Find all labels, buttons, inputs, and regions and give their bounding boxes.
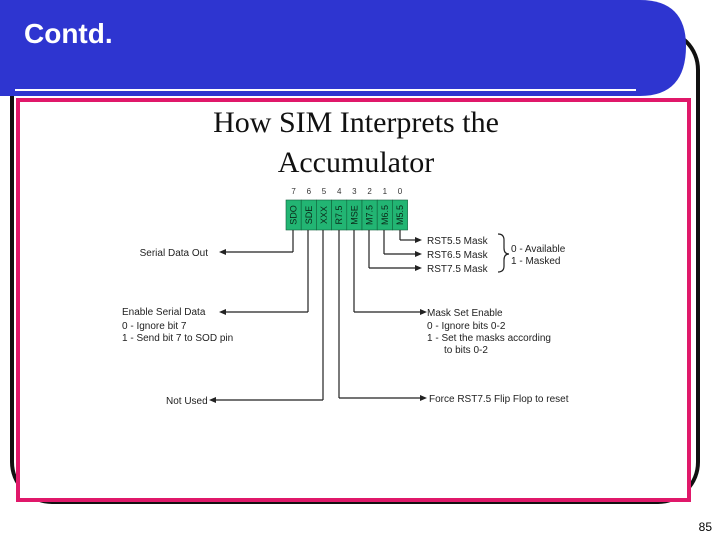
bit-name-3: R7.5 xyxy=(334,205,344,224)
diagram-heading-line1: How SIM Interprets the xyxy=(213,106,499,139)
label-mask-set-enable: Mask Set Enable xyxy=(427,308,503,319)
label-rst75-mask: RST7.5 Mask xyxy=(427,264,489,275)
arrow-mask-set xyxy=(420,309,427,315)
bit-number-1: 6 xyxy=(307,187,312,196)
page-number: 85 xyxy=(698,520,712,534)
bit-name-0: SDO xyxy=(289,205,299,225)
arrow-not-used xyxy=(209,397,216,403)
bit-number-3: 4 xyxy=(337,187,342,196)
bit-number-7: 0 xyxy=(398,187,403,196)
arrow-rst65 xyxy=(415,251,422,257)
label-serial-data-out: Serial Data Out xyxy=(140,248,209,259)
label-available: 0 - Available xyxy=(511,244,566,255)
arrow-enable-serial xyxy=(219,309,226,315)
bit-name-4: MSE xyxy=(349,205,359,225)
label-mse-1: 1 - Set the masks according xyxy=(427,333,551,344)
arrow-rst75 xyxy=(415,265,422,271)
bit-number-6: 1 xyxy=(383,187,388,196)
label-rst65-mask: RST6.5 Mask xyxy=(427,250,489,261)
arrow-rst55 xyxy=(415,237,422,243)
arrow-heads xyxy=(209,237,427,403)
label-enable-serial-1: 1 - Send bit 7 to SOD pin xyxy=(122,333,233,344)
label-not-used: Not Used xyxy=(166,396,208,407)
label-masked: 1 - Masked xyxy=(511,256,560,267)
bit-number-0: 7 xyxy=(291,187,296,196)
bit-name-2: XXX xyxy=(319,206,329,224)
bit-name-5: M7.5 xyxy=(365,205,375,225)
connector-lines xyxy=(214,230,421,401)
arrow-force xyxy=(420,395,427,401)
bit-number-4: 3 xyxy=(352,187,357,196)
label-rst55-mask: RST5.5 Mask xyxy=(427,236,489,247)
bit-number-5: 2 xyxy=(367,187,372,196)
label-enable-serial-data: Enable Serial Data xyxy=(122,307,206,318)
bit-name-7: M5.5 xyxy=(395,205,405,225)
mask-brace xyxy=(497,233,510,273)
label-mse-0: 0 - Ignore bits 0-2 xyxy=(427,321,506,332)
label-enable-serial-0: 0 - Ignore bit 7 xyxy=(122,321,187,332)
bit-number-2: 5 xyxy=(322,187,327,196)
slide-title: Contd. xyxy=(24,18,113,49)
bit-name-6: M6.5 xyxy=(380,205,390,225)
title-bar xyxy=(0,0,686,96)
label-mse-1b: to bits 0-2 xyxy=(444,345,488,356)
diagram-heading-line2: Accumulator xyxy=(278,146,435,179)
label-force-rst75: Force RST7.5 Flip Flop to reset xyxy=(429,394,569,405)
arrow-serial-out xyxy=(219,249,226,255)
bit-name-1: SDE xyxy=(304,206,314,225)
